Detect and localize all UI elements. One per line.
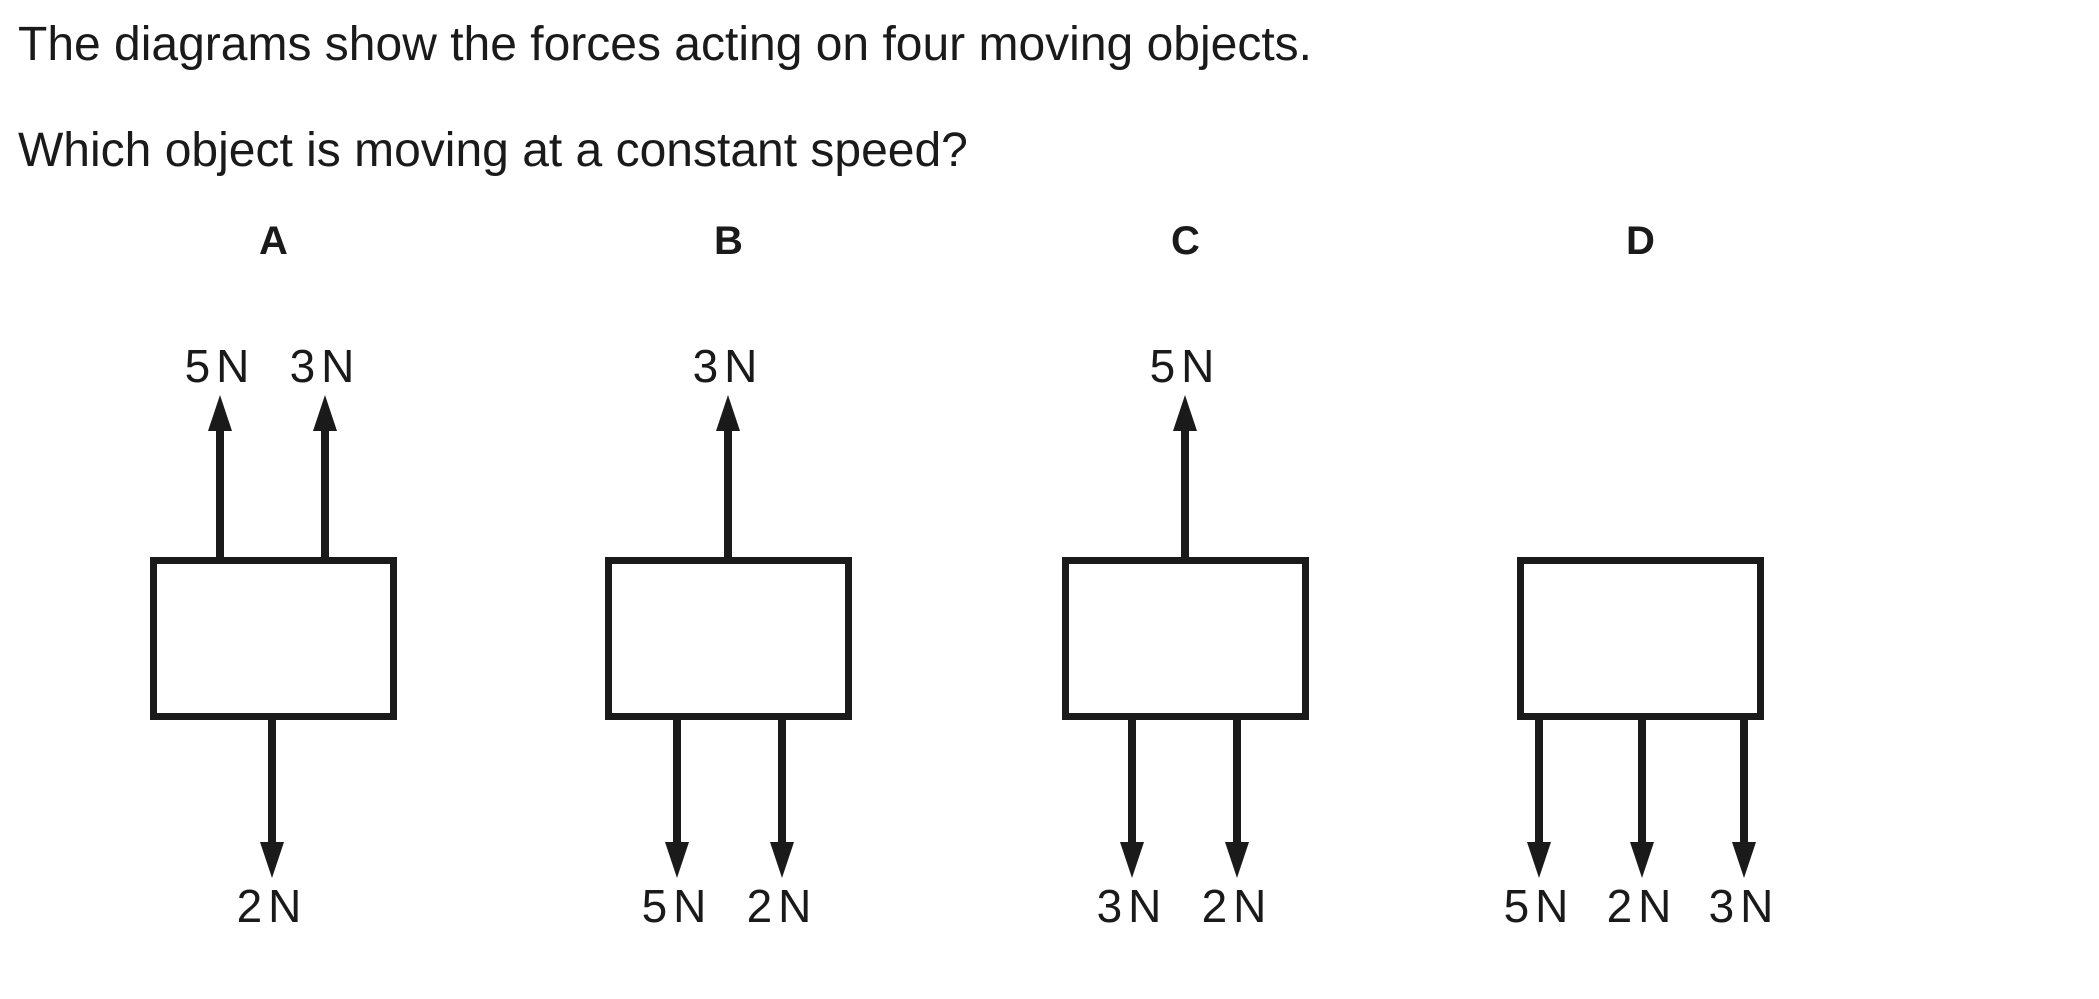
force-label: 2N xyxy=(746,880,818,932)
force-label: 2N xyxy=(1201,880,1273,932)
down-arrowhead-icon xyxy=(260,842,284,878)
option-letter-d: D xyxy=(1626,219,1655,263)
arrow-shaft xyxy=(1638,720,1646,844)
arrow-shaft xyxy=(724,425,732,557)
down-arrowhead-icon xyxy=(665,842,689,878)
force-label: 3N xyxy=(289,340,361,392)
force-label: 2N xyxy=(236,880,308,932)
down-arrowhead-icon xyxy=(1732,842,1756,878)
object-box-a xyxy=(150,557,397,720)
down-arrow xyxy=(260,720,284,878)
arrow-shaft xyxy=(1740,720,1748,844)
arrow-shaft xyxy=(321,425,329,557)
option-letter-b: B xyxy=(714,219,743,263)
down-arrowhead-icon xyxy=(1225,842,1249,878)
down-arrow xyxy=(1120,720,1144,878)
down-arrowhead-icon xyxy=(770,842,794,878)
force-label: 3N xyxy=(1096,880,1168,932)
down-arrow xyxy=(1732,720,1756,878)
diagram-c: C 5N 3N 2N xyxy=(1062,219,1309,935)
arrow-shaft xyxy=(1535,720,1543,844)
force-label: 2N xyxy=(1606,880,1678,932)
down-arrow xyxy=(1225,720,1249,878)
force-label: 5N xyxy=(184,340,256,392)
object-box-d xyxy=(1517,557,1764,720)
down-arrowhead-icon xyxy=(1630,842,1654,878)
down-arrowhead-icon xyxy=(1527,842,1551,878)
question-line-1: The diagrams show the forces acting on f… xyxy=(18,18,1312,71)
option-letter-a: A xyxy=(259,219,288,263)
force-label: 5N xyxy=(641,880,713,932)
up-arrow xyxy=(208,395,232,557)
object-box-c xyxy=(1062,557,1309,720)
down-arrowhead-icon xyxy=(1120,842,1144,878)
arrow-shaft xyxy=(216,425,224,557)
arrow-shaft xyxy=(1181,425,1189,557)
diagram-a: A 5N 3N 2N xyxy=(150,219,397,935)
down-arrow xyxy=(1630,720,1654,878)
arrow-shaft xyxy=(1233,720,1241,844)
question-line-2: Which object is moving at a constant spe… xyxy=(18,124,968,177)
up-arrow xyxy=(1173,395,1197,557)
force-label: 3N xyxy=(1708,880,1780,932)
down-arrow xyxy=(1527,720,1551,878)
arrow-shaft xyxy=(673,720,681,844)
arrow-shaft xyxy=(778,720,786,844)
force-label: 5N xyxy=(1503,880,1575,932)
up-arrow xyxy=(313,395,337,557)
arrow-shaft xyxy=(1128,720,1136,844)
arrow-shaft xyxy=(268,720,276,844)
option-letter-c: C xyxy=(1171,219,1200,263)
force-label: 3N xyxy=(692,340,764,392)
object-box-b xyxy=(605,557,852,720)
force-label: 5N xyxy=(1149,340,1221,392)
down-arrow xyxy=(770,720,794,878)
down-arrow xyxy=(665,720,689,878)
diagram-b: B 3N 5N 2N xyxy=(605,219,852,935)
diagram-d: D 5N 2N 3N xyxy=(1504,219,1774,935)
up-arrow xyxy=(716,395,740,557)
